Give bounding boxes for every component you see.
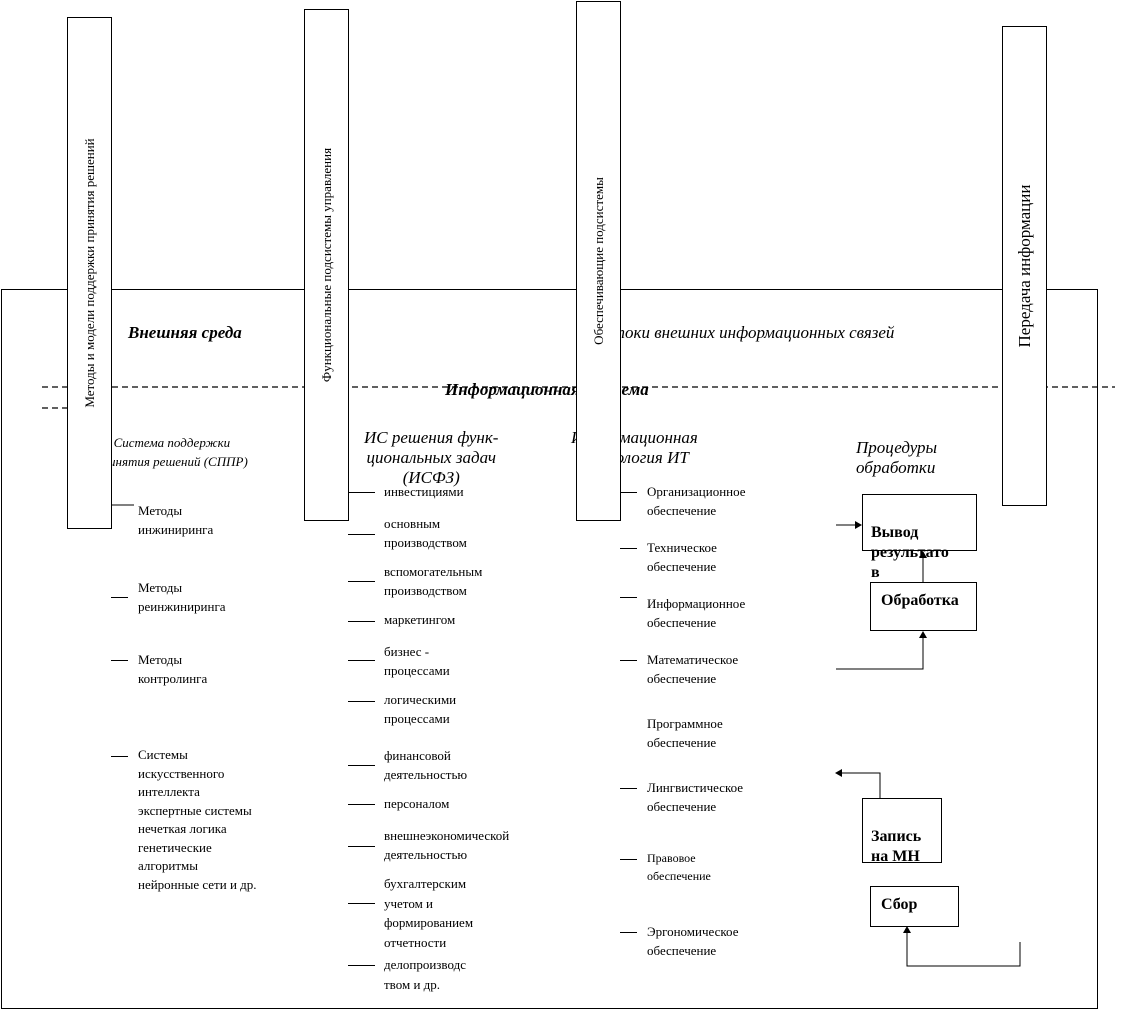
isfz-dash-2 [348, 581, 375, 582]
arrowhead-collect [903, 926, 911, 933]
isfz-item-7: персоналом [384, 796, 450, 811]
support-subsystems-label: Обеспечивающие подсистемы [590, 177, 606, 345]
sppr-item-engineering: Методы инжиниринга [138, 503, 214, 537]
arrow-into-collect [906, 931, 1021, 967]
sppr-dash-2 [111, 660, 128, 661]
isfz-item-2: вспомогательным производством [384, 564, 483, 598]
it-item-0: Организационное обеспечение [647, 484, 746, 518]
isfz-item-5: логическими процессами [384, 692, 457, 726]
external-flows-label: Потоки внешних информационных связей [592, 323, 895, 342]
system-frame [1, 289, 1098, 1009]
processing-label: Обработка [881, 592, 959, 609]
functional-subsystems-box: Функциональные подсистемы управления [304, 9, 349, 521]
it-dash-3 [620, 660, 637, 661]
collect-box: Сбор [870, 886, 959, 927]
isfz-dash-3 [348, 621, 375, 622]
it-item-2: Информационное обеспечение [647, 596, 746, 630]
arrowhead-processing-output [919, 551, 927, 558]
processing-box: Обработка [870, 582, 977, 631]
arrow-from-record [840, 772, 881, 798]
isfz-dash-9 [348, 903, 375, 904]
sppr-item-reengineering: Методы реинжиниринга [138, 580, 226, 614]
methods-models-label: Методы и модели поддержки принятия решен… [81, 138, 97, 408]
isfz-dash-4 [348, 660, 375, 661]
arrowhead-record [835, 769, 842, 777]
sppr-item-ai: Системы искусственного интеллекта экспер… [138, 747, 257, 892]
output-results-box: Вывод результато в [862, 494, 977, 581]
it-dash-5 [620, 788, 637, 789]
isfz-dash-6 [348, 765, 375, 766]
functional-subsystems-label: Функциональные подсистемы управления [318, 147, 334, 383]
isfz-item-1: основным производством [384, 516, 467, 550]
isfz-header: ИС решения функ- циональных задач (ИСФЗ) [364, 428, 499, 487]
isfz-item-8: внешнеэкономической деятельностью [384, 828, 510, 862]
isfz-dash-10 [348, 965, 375, 966]
methods-models-box: Методы и модели поддержки принятия решен… [67, 17, 112, 529]
it-item-5: Лингвистическое обеспечение [647, 780, 744, 814]
sppr-dash-1 [111, 597, 128, 598]
isfz-dash-1 [348, 534, 375, 535]
isfz-dash-8 [348, 846, 375, 847]
isfz-dash-7 [348, 804, 375, 805]
it-item-6: Правовое обеспечение [647, 851, 711, 883]
it-dash-1 [620, 548, 637, 549]
isfz-item-6: финансовой деятельностью [384, 748, 468, 782]
info-transfer-box: Передача информации [1002, 26, 1047, 506]
support-subsystems-box: Обеспечивающие подсистемы [576, 1, 621, 521]
isfz-dash-5 [348, 701, 375, 702]
it-dash-7 [620, 932, 637, 933]
arrowhead-processing [919, 631, 927, 638]
it-dash-0 [620, 492, 637, 493]
it-item-1: Техническое обеспечение [647, 540, 717, 574]
info-transfer-label: Передача информации [1014, 184, 1034, 348]
isfz-item-10: делопроизводс твом и др. [384, 957, 466, 992]
sppr-dash-3 [111, 756, 128, 757]
procedures-header: Процедуры обработки [856, 438, 938, 477]
isfz-item-3: маркетингом [384, 612, 456, 627]
arrow-into-processing [836, 636, 924, 670]
it-item-7: Эргономическое обеспечение [647, 924, 739, 958]
isfz-dash-0 [348, 492, 375, 493]
sppr-item-controlling: Методы контролинга [138, 652, 208, 686]
record-box: Запись на МН [862, 798, 942, 865]
it-dash-2 [620, 597, 637, 598]
collect-label: Сбор [881, 896, 918, 913]
record-label: Запись на МН [871, 828, 922, 865]
isfz-item-4: бизнес - процессами [384, 644, 450, 678]
arrowhead-output [855, 521, 862, 529]
sppr-header: Система поддержки принятия решений (СППР… [96, 435, 248, 469]
isfz-item-9: бухгалтерским учетом и формированием отч… [384, 876, 474, 950]
it-dash-6 [620, 859, 637, 860]
external-env-label: Внешняя среда [128, 323, 242, 342]
output-results-label: Вывод результато в [871, 524, 949, 581]
isfz-item-0: инвестициями [384, 484, 464, 499]
it-item-3: Математическое обеспечение [647, 652, 739, 686]
it-item-4: Программное обеспечение [647, 716, 723, 750]
